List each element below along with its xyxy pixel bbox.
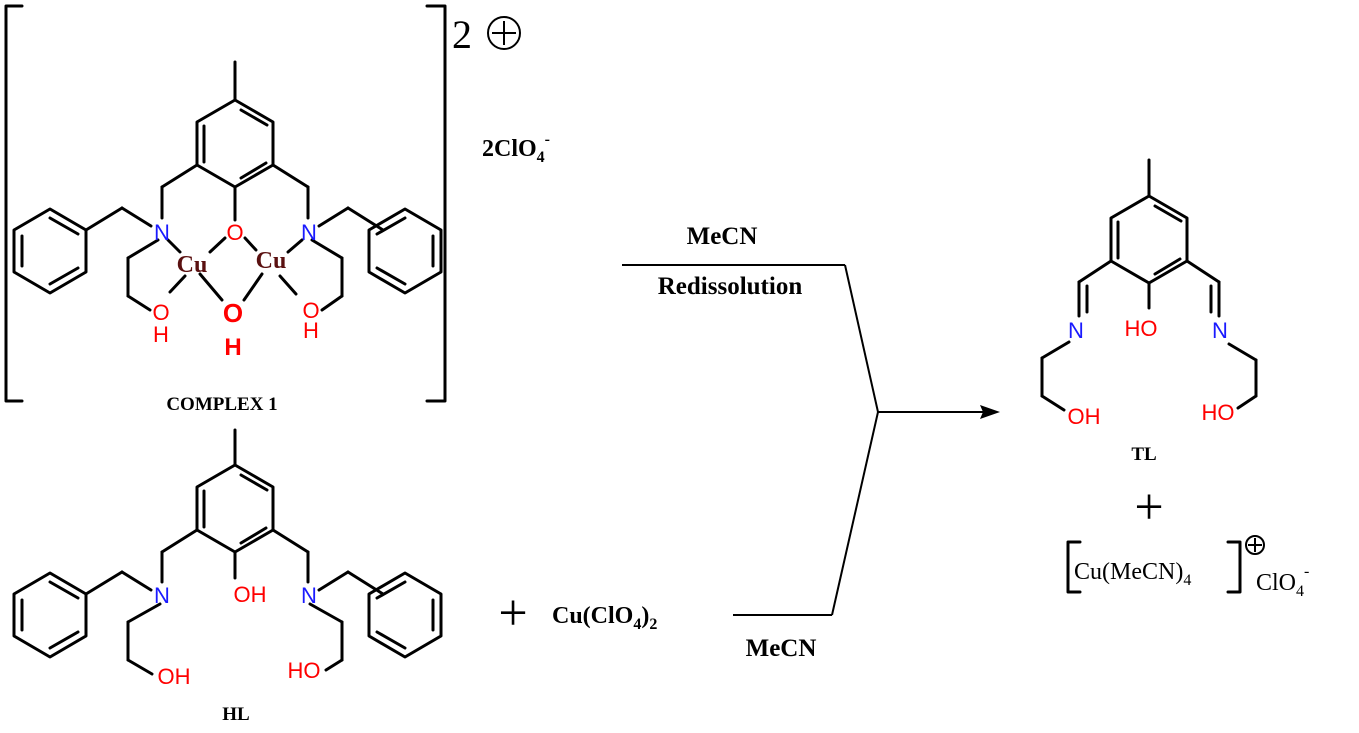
hl-oh-center: OH — [234, 582, 267, 607]
product2-left-bracket — [1066, 540, 1082, 594]
reaction-arrow — [622, 264, 1000, 616]
tl-ho-center: HO — [1125, 316, 1158, 341]
complex1-o-left-arm: O — [152, 300, 169, 325]
product2-counterion: ClO4- — [1256, 563, 1309, 600]
tl-n-right: N — [1212, 318, 1228, 343]
hl-oh-left: OH — [158, 664, 191, 689]
complex1-charge: 2 — [452, 12, 472, 57]
complex1-right-phenyl — [367, 207, 443, 295]
tl-n-left: N — [1068, 318, 1084, 343]
copper-acetonitrile-complex: + Cu(MeCN)4 ClO4- — [1066, 479, 1309, 600]
condition-bottom-solvent: MeCN — [746, 635, 817, 662]
complex1-cu-right: Cu — [256, 248, 287, 274]
condition-top-process: Redissolution — [658, 273, 803, 300]
complex1-structure: N N O Cu Cu O H O H O H COMPLEX 1 2 2ClO… — [4, 4, 550, 415]
complex1-central-ring — [195, 98, 275, 189]
hl-structure: N N OH OH HO HL — [12, 428, 443, 725]
reagent-formula: Cu(ClO4)2 — [552, 603, 657, 633]
complex1-h-left-arm: H — [153, 322, 169, 347]
complex1-h-right-arm: H — [303, 318, 319, 343]
hl-right-phenyl — [367, 571, 443, 659]
product2-right-bracket — [1226, 540, 1242, 594]
product-plus: + — [1134, 479, 1163, 536]
tl-structure: N N HO OH HO TL — [1040, 158, 1258, 465]
complex1-n-left: N — [154, 220, 170, 245]
reagent-plus: + — [498, 585, 527, 642]
hl-left-phenyl — [12, 571, 88, 659]
tl-oh-left: OH — [1068, 404, 1101, 429]
complex1-o-bottom: O — [223, 298, 243, 328]
complex1-o-right-arm: O — [302, 298, 319, 323]
product2-formula: Cu(MeCN)4 — [1074, 559, 1191, 589]
complex1-h-bottom: H — [224, 334, 241, 361]
complex1-o-top: O — [226, 220, 243, 245]
complex1-counterion: 2ClO4- — [482, 131, 550, 166]
tl-label: TL — [1131, 444, 1156, 465]
hl-n-right: N — [301, 583, 317, 608]
complex1-left-bracket — [4, 4, 24, 403]
hl-n-left: N — [154, 583, 170, 608]
plus-circle-icon — [1245, 535, 1265, 555]
plus-circle-icon — [487, 16, 521, 50]
complex1-right-bracket — [425, 4, 447, 403]
complex1-n-right: N — [301, 220, 317, 245]
tl-ho-right: HO — [1202, 400, 1235, 425]
reagent: + Cu(ClO4)2 — [498, 585, 657, 642]
complex1-left-phenyl — [12, 207, 88, 295]
hl-label: HL — [222, 704, 249, 725]
complex1-cu-left: Cu — [177, 252, 208, 278]
hl-ho-right: HO — [288, 658, 321, 683]
condition-top-solvent: MeCN — [687, 223, 758, 250]
complex1-label: COMPLEX 1 — [166, 394, 277, 415]
